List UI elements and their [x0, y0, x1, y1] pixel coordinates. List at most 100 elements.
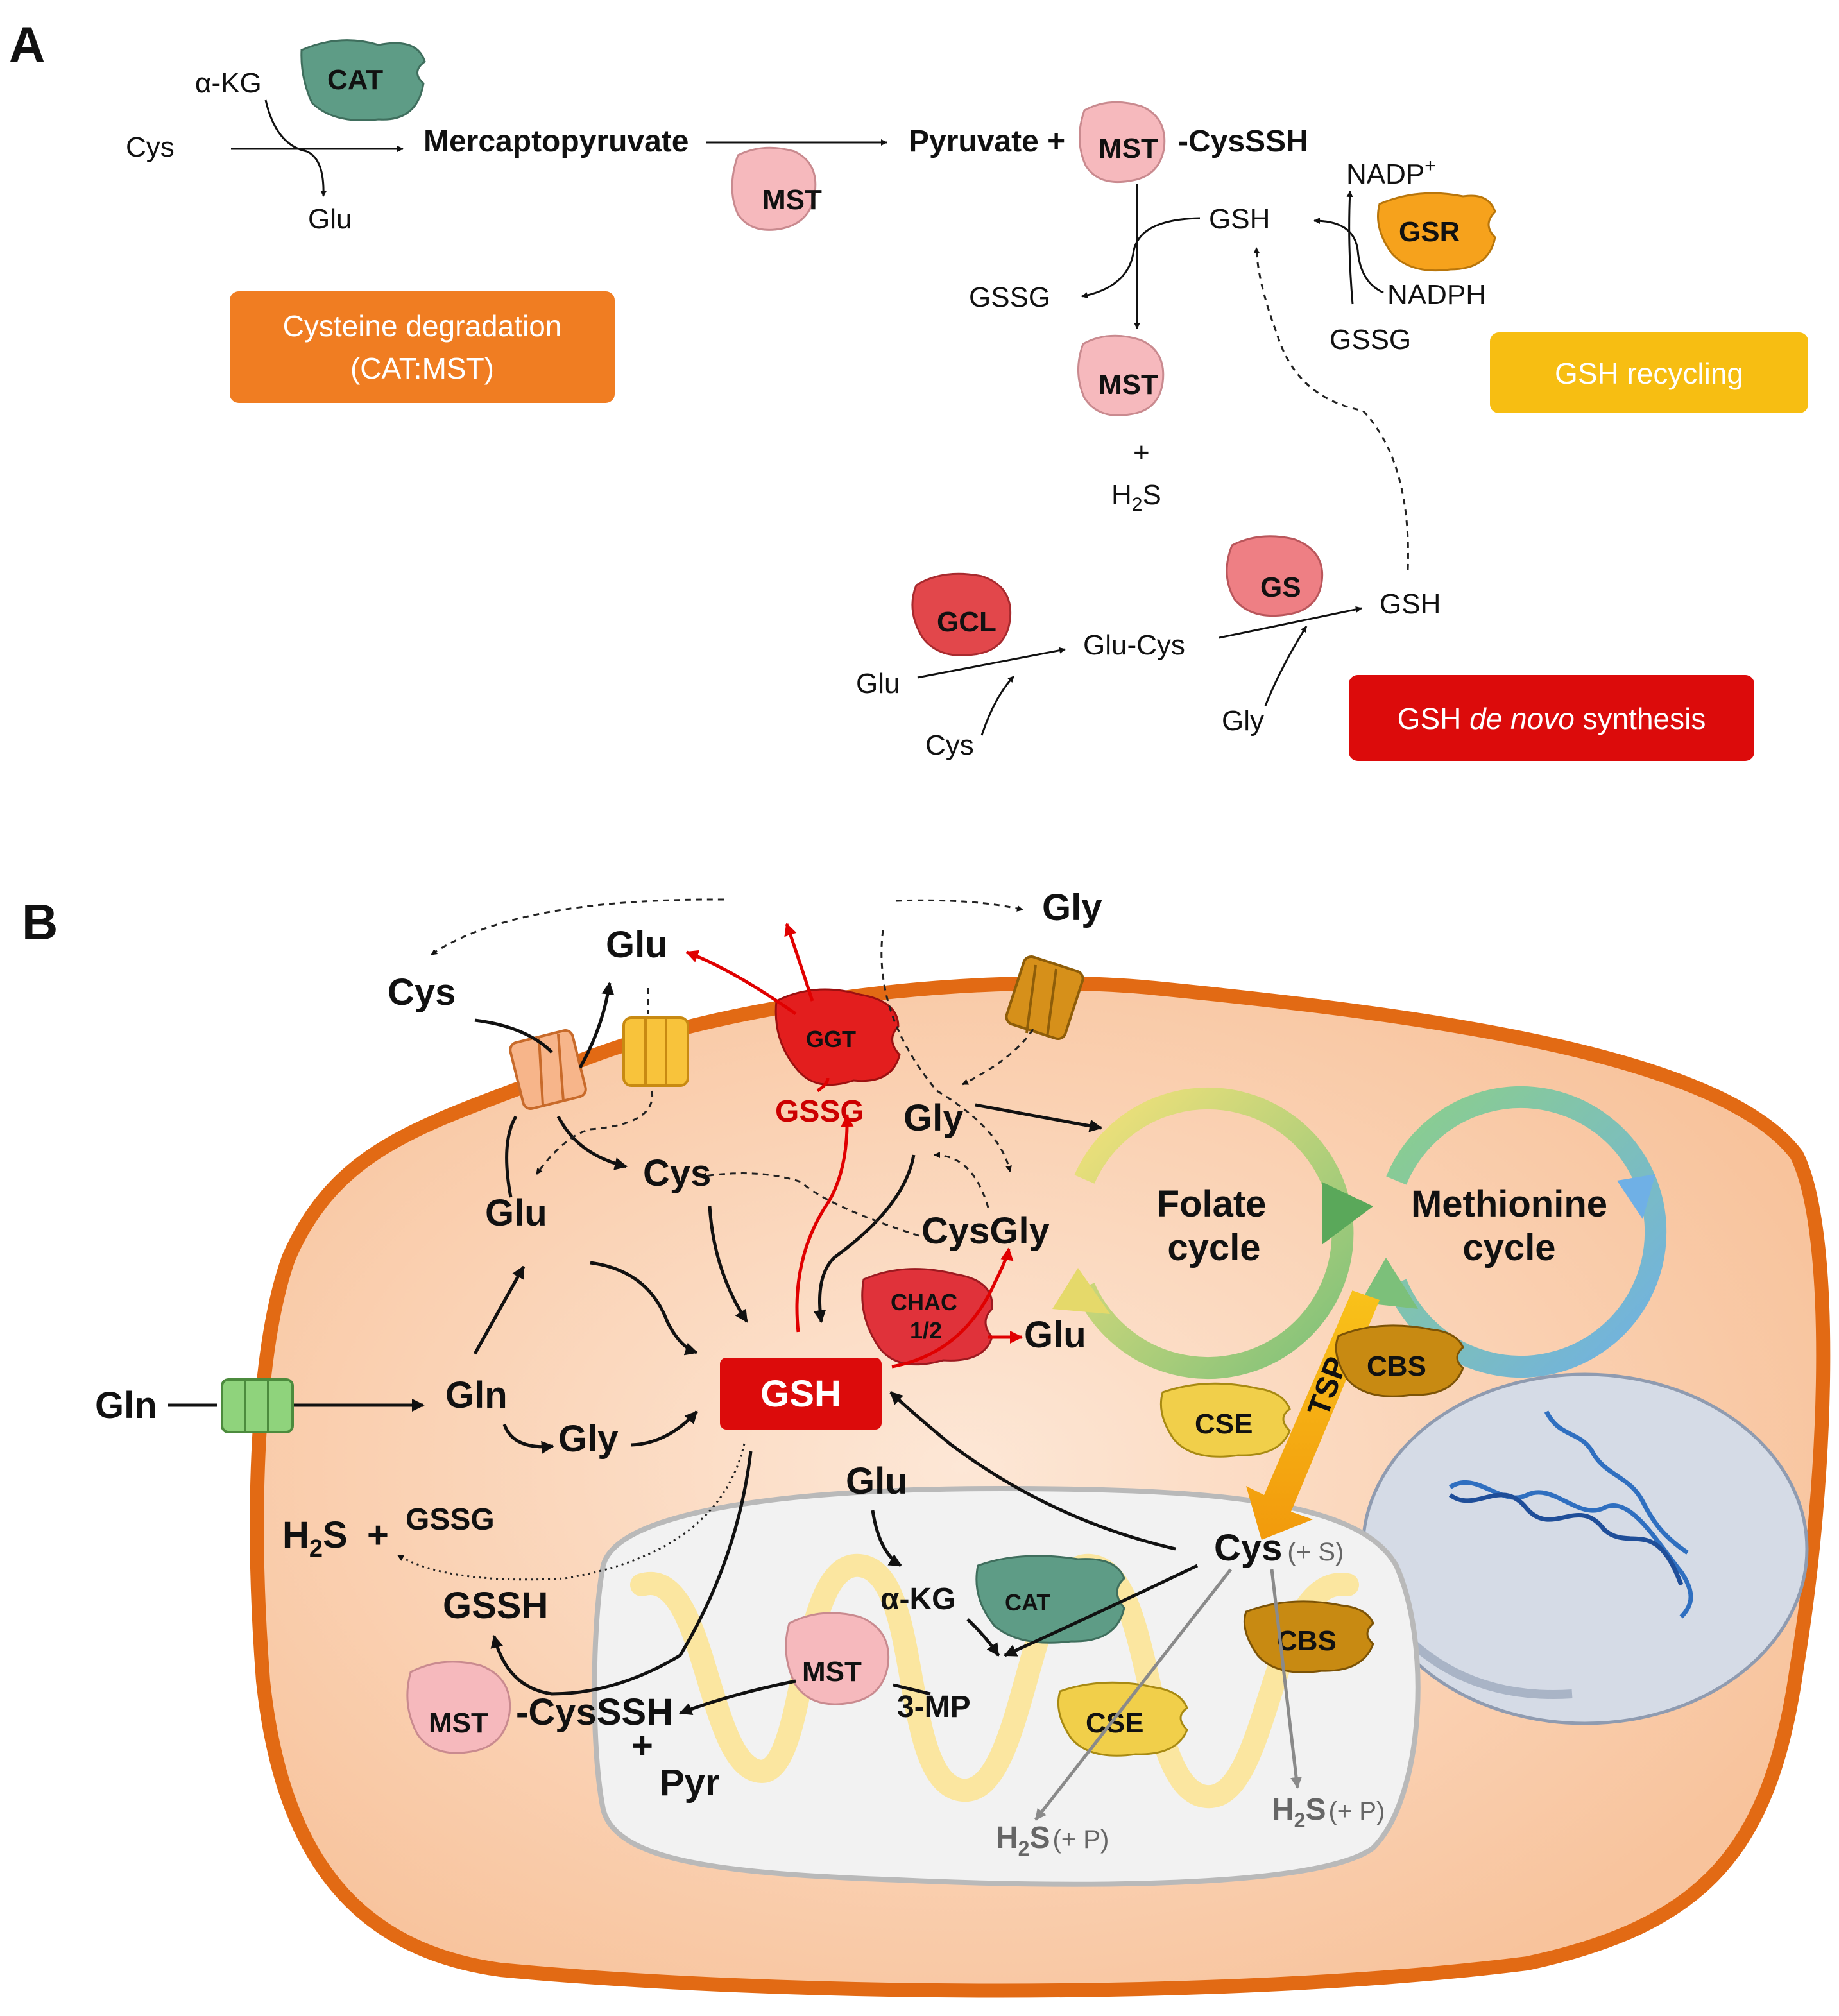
arrow-glu-gsh — [590, 1261, 698, 1356]
arrow-red-gsh-gssg — [795, 1114, 854, 1333]
svg-text:MST: MST — [1099, 133, 1158, 164]
line-red-gssg-ggt — [816, 1077, 830, 1093]
arrow-glucys-gsh — [1219, 606, 1362, 639]
gs-enzyme: GS — [1226, 535, 1324, 617]
cysgly-label: CysGly — [921, 1210, 1050, 1252]
cys-plus-s: Cys(+ S) — [1214, 1527, 1344, 1569]
box-gsh-recycling: GSH recycling — [1490, 332, 1808, 413]
panel-b: B Folate cycle Methi — [22, 887, 1831, 1998]
h2s-plus-p-2: H2S(+ P) — [1272, 1793, 1385, 1832]
nucleus — [1361, 1372, 1809, 1725]
arrow-dashed-gly-in — [962, 1029, 1034, 1086]
glu-mid: Glu — [485, 1192, 547, 1234]
arrow-akg-3mp — [966, 1618, 1000, 1657]
line-glu-transporter — [505, 1115, 518, 1198]
gssg-a2: GSSG — [1330, 324, 1411, 355]
cys-top: Cys — [388, 971, 456, 1013]
arrow-dashed-cysgly-gly2 — [934, 1152, 989, 1208]
arrow-gly-gs — [1264, 626, 1308, 706]
box-cysteine-degradation: Cysteine degradation (CAT:MST) — [230, 291, 615, 403]
glu-a2: Glu — [856, 668, 900, 699]
svg-text:MST: MST — [429, 1707, 488, 1739]
arrow-gsh-dashed-recycle — [1253, 247, 1409, 570]
svg-text:GCL: GCL — [937, 606, 996, 638]
glu-efflux-transporter — [622, 1016, 689, 1087]
cbs-enzyme-2: CBS — [1243, 1600, 1374, 1673]
arrow-cys-gsh — [708, 1206, 749, 1323]
arrow-gln-gly — [502, 1424, 554, 1454]
arrow-gray-cys-h2s-2 — [1270, 1569, 1303, 1789]
arrow-gly-gsh — [631, 1410, 698, 1447]
arrow-akg-glu — [264, 99, 327, 197]
svg-text:1/2: 1/2 — [910, 1317, 942, 1344]
alpha-kg-b: α-KG — [880, 1582, 956, 1616]
gcl-enzyme: GCL — [911, 572, 1012, 657]
h2s-a: H2S — [1111, 479, 1161, 515]
h2s-b: H2S — [282, 1514, 348, 1562]
arrow-cys-gsh-back — [889, 1391, 1176, 1551]
pyruvate-plus-label: Pyruvate + — [909, 124, 1065, 158]
arrow-gly-folate — [975, 1103, 1102, 1132]
cse-enzyme-2: CSE — [1057, 1681, 1188, 1757]
arrow-gssg-gsh-recycling — [1313, 218, 1384, 294]
gln-transporter — [221, 1378, 294, 1433]
arrow-dotted-gsh-h2s — [397, 1443, 746, 1581]
mst-enzyme-a3: MST — [1077, 334, 1165, 417]
gly-a: Gly — [1222, 705, 1264, 737]
arrow-dashed-cys-out — [431, 898, 724, 956]
arrow-glu-glucys — [917, 647, 1066, 679]
three-mp-label: 3-MP — [897, 1690, 971, 1724]
panel-label-a: A — [9, 16, 45, 73]
gly-transporter — [1005, 955, 1084, 1041]
arrow-glu-akg — [871, 1510, 902, 1568]
cbs-enzyme-1: CBS — [1335, 1324, 1464, 1397]
svg-text:CHAC: CHAC — [891, 1289, 957, 1315]
nadp-label: NADP+ — [1346, 155, 1436, 190]
arrow-cys-gcl — [980, 675, 1015, 736]
gly-top: Gly — [1042, 887, 1102, 928]
arrow-gsh-gssh — [490, 1451, 753, 1696]
gln-in: Gln — [445, 1374, 508, 1416]
gln-ext: Gln — [95, 1385, 157, 1426]
gsh-a2: GSH — [1380, 588, 1441, 620]
arrow-transporter-cys — [556, 1115, 628, 1170]
gssg-a1: GSSG — [969, 282, 1050, 313]
gly-in: Gly — [558, 1418, 619, 1460]
alpha-kg-a: α-KG — [195, 67, 262, 99]
glu-chac: Glu — [1024, 1314, 1086, 1356]
mst-enzyme-b1: MST — [785, 1612, 890, 1705]
svg-text:GSR: GSR — [1399, 216, 1460, 248]
arrow-nadph-nadp — [1346, 191, 1354, 305]
arrow-mst-cysssh — [679, 1679, 796, 1716]
svg-text:GS: GS — [1260, 572, 1301, 603]
nadph-label: NADPH — [1387, 279, 1486, 311]
line-cys-transporter — [474, 1018, 553, 1054]
cse-enzyme-1: CSE — [1159, 1382, 1291, 1458]
cys-mid: Cys — [643, 1152, 711, 1194]
arrow-red-ggt-out — [784, 923, 814, 1002]
svg-text:MST: MST — [1099, 369, 1158, 400]
svg-text:CSE: CSE — [1195, 1408, 1253, 1440]
gssh-label: GSSH — [443, 1585, 548, 1627]
arrow-dashed-cysgly-gly — [880, 930, 1013, 1172]
arrow-cys-3mp — [1004, 1564, 1199, 1657]
folate-label-1: Folate — [1157, 1183, 1267, 1225]
gsh-a: GSH — [1209, 203, 1270, 235]
gly-mid: Gly — [903, 1097, 964, 1139]
gsh-box: GSH — [720, 1358, 882, 1430]
cat-enzyme-b: CAT — [975, 1555, 1125, 1644]
arrow-dashed-gly-out — [895, 899, 1023, 912]
arrow-gln-glu — [473, 1265, 526, 1355]
svg-text:MST: MST — [762, 184, 822, 216]
arrow-red-chac-cysgly — [891, 1247, 1014, 1369]
mst-enzyme-b2: MST — [406, 1661, 511, 1754]
h2s-plus-p-1: H2S(+ P) — [996, 1821, 1109, 1860]
cysssh-label-b: -CysSSH — [516, 1691, 673, 1733]
line-mst-3mp — [893, 1683, 931, 1696]
svg-text:GSH de novo synthesis: GSH de novo synthesis — [1398, 702, 1706, 735]
pyr-label: Pyr — [660, 1762, 720, 1804]
mst-enzyme-a1: MST — [731, 146, 822, 231]
gsr-enzyme: GSR — [1377, 192, 1496, 272]
svg-text:MST: MST — [802, 1656, 862, 1687]
